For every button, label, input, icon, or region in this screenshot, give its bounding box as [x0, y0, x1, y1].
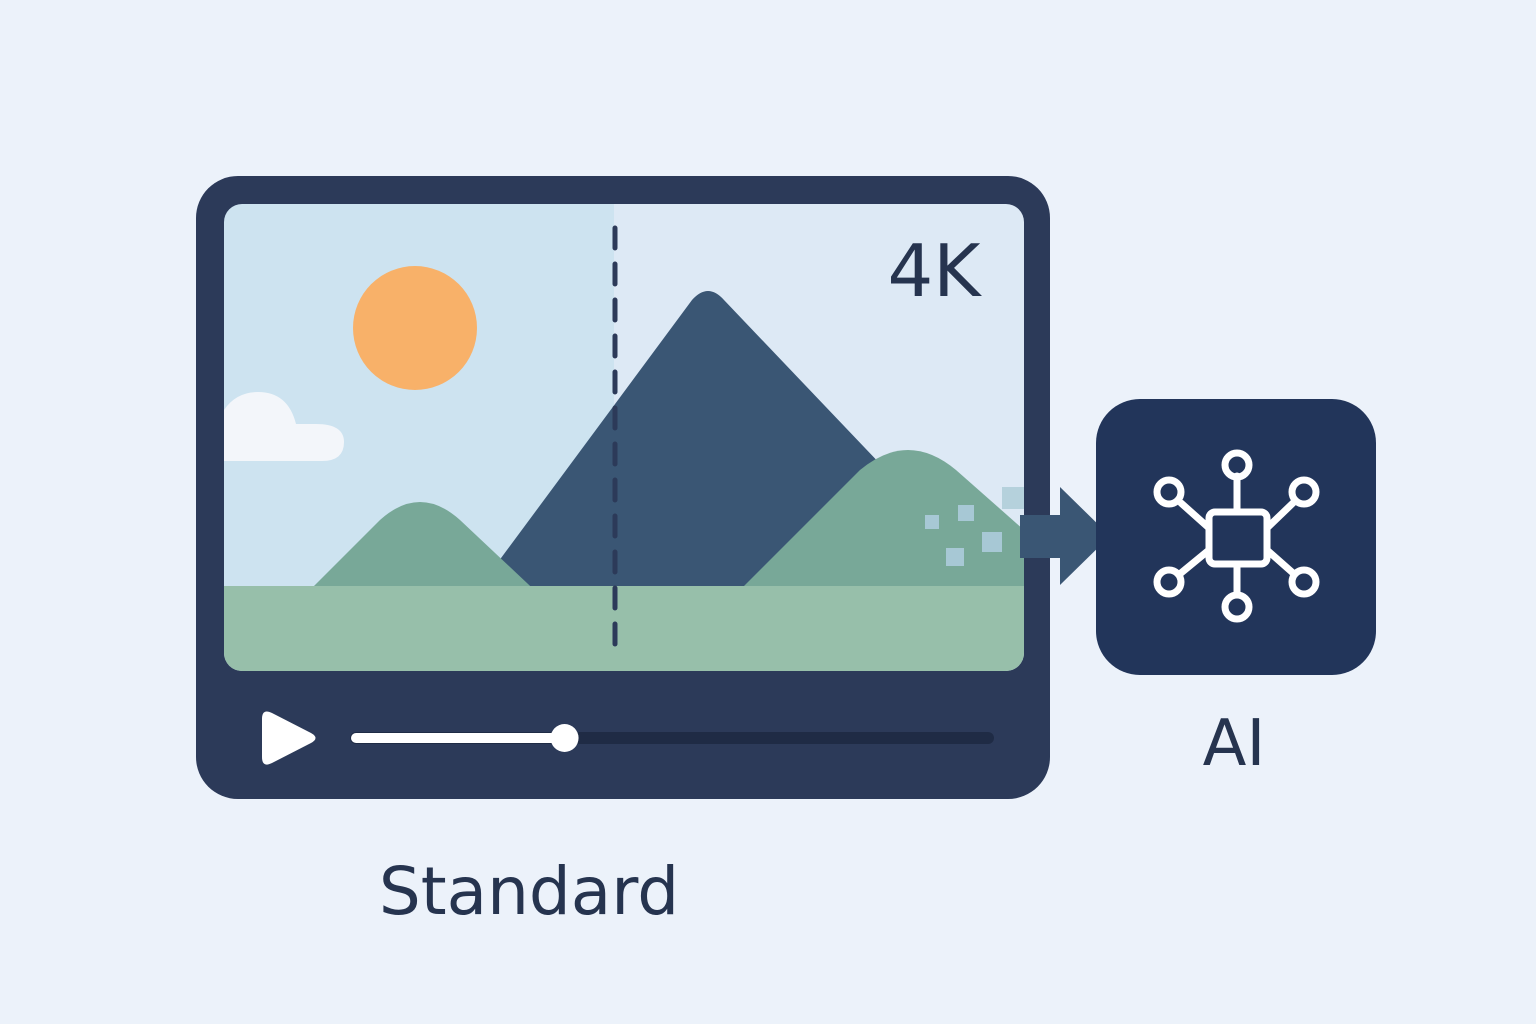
video-screen: 4K	[224, 204, 1024, 671]
progress-handle[interactable]	[550, 724, 579, 752]
ai-caption: AI	[1203, 707, 1266, 781]
neural-network-chip-icon	[1153, 449, 1320, 623]
pixel-artifacts	[925, 487, 1024, 566]
mountain-shape	[470, 291, 905, 600]
left-hill-shape	[300, 502, 545, 600]
sun-icon	[353, 266, 477, 390]
player-controls	[262, 711, 994, 765]
cloud-icon	[224, 392, 344, 461]
play-icon[interactable]	[262, 711, 316, 765]
resolution-badge: 4K	[887, 229, 982, 313]
ai-box-background	[1096, 399, 1376, 675]
standard-caption: Standard	[379, 853, 679, 930]
video-player: 4K	[196, 176, 1050, 799]
arrow-right-icon	[1020, 487, 1110, 585]
ai-processor-box	[1096, 399, 1376, 675]
ground-shape	[224, 586, 1024, 671]
